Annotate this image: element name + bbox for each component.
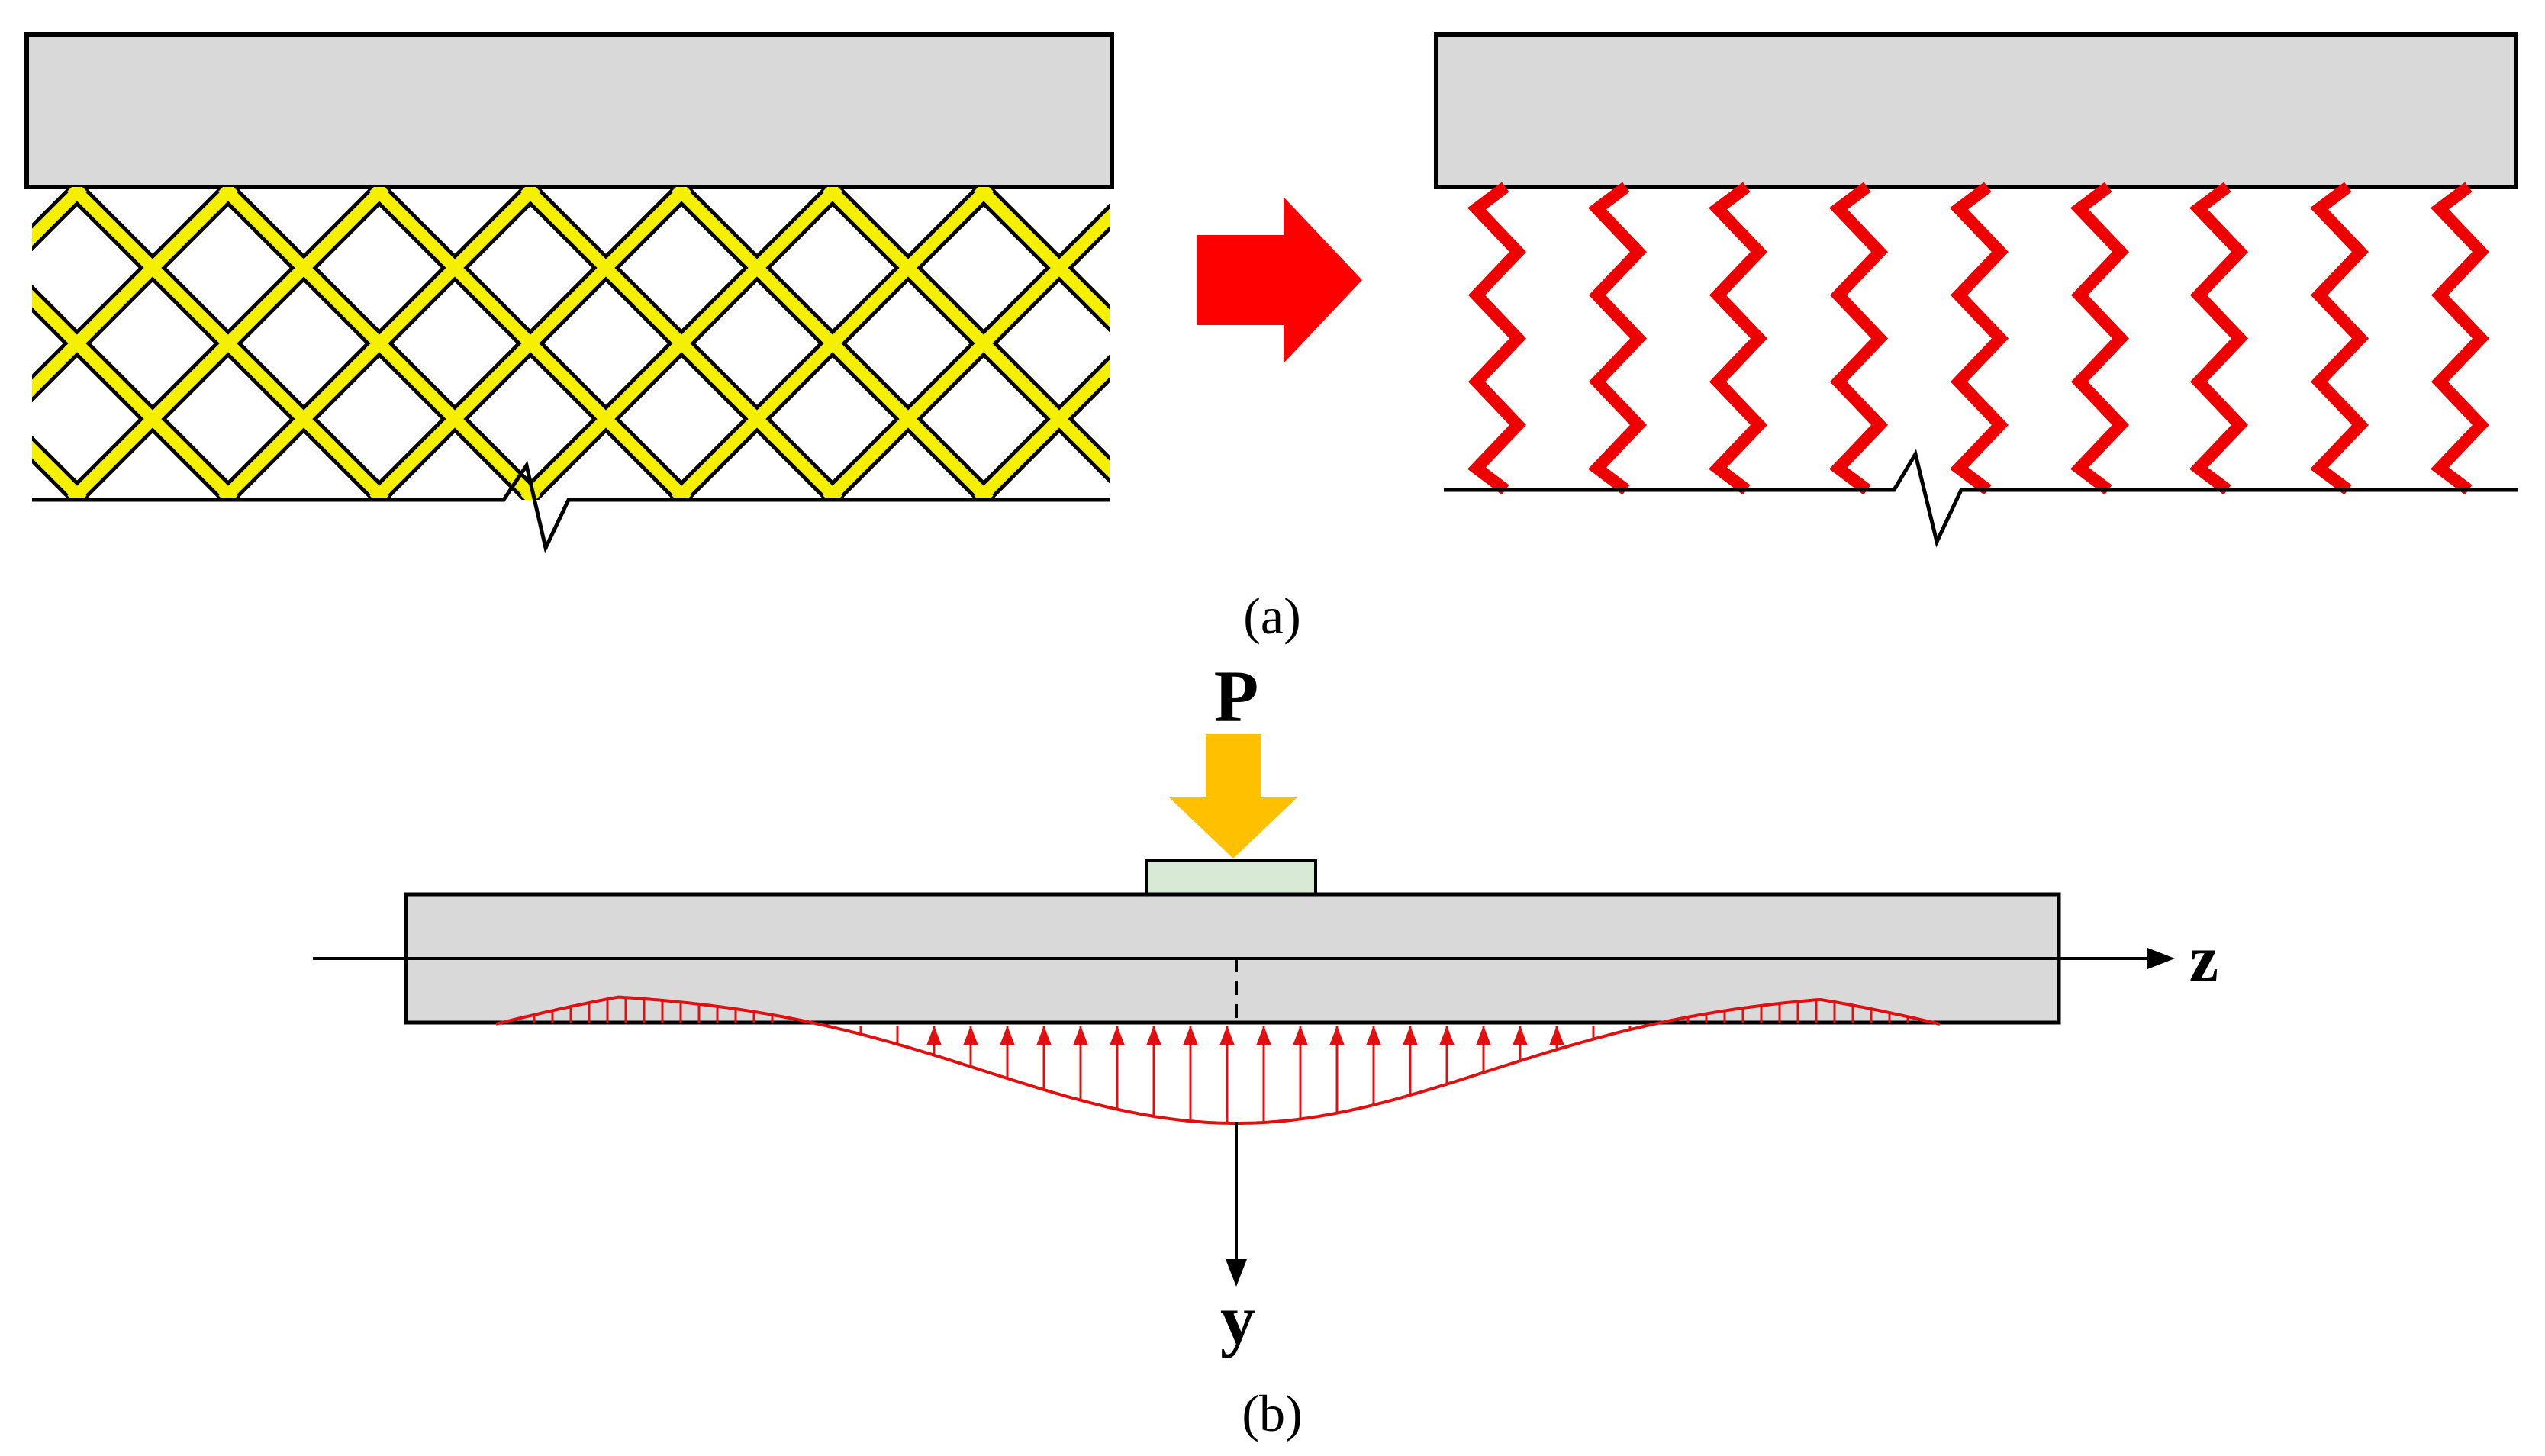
soil-mesh xyxy=(32,187,1744,500)
load-pad xyxy=(1145,859,1317,896)
panel-b: (b) P z y (b) xyxy=(313,656,2218,1442)
spring xyxy=(2070,182,2130,495)
continuum-model xyxy=(24,32,1744,554)
pressure-arrowhead xyxy=(926,1026,942,1045)
pressure-arrowhead xyxy=(1439,1026,1455,1045)
mesh-bar-up xyxy=(1281,187,1593,500)
spring xyxy=(1588,182,1648,495)
pressure-arrowhead xyxy=(1110,1026,1125,1045)
z-axis-label: z xyxy=(2189,922,2218,995)
pressure-arrowhead xyxy=(1219,1026,1235,1045)
pressure-arrowhead xyxy=(1293,1026,1308,1045)
spring-group xyxy=(1467,182,2490,495)
pressure-arrowhead xyxy=(1476,1026,1491,1045)
winkler-model xyxy=(1434,32,2518,548)
mesh-bar-up xyxy=(218,187,540,500)
mesh-bar-down xyxy=(1432,187,1744,500)
pressure-arrowhead xyxy=(1513,1026,1528,1045)
y-axis-label: y xyxy=(1220,1280,1255,1358)
mesh-bar-up xyxy=(32,187,238,398)
panel-a: (a) xyxy=(24,32,2518,645)
pressure-arrowhead xyxy=(1000,1026,1015,1045)
y-axis-arrowhead xyxy=(1226,1259,1247,1287)
contact-pressure-distribution xyxy=(495,995,1941,1125)
spring xyxy=(1950,182,2009,495)
mesh-bar-up xyxy=(67,187,389,500)
mesh-bar-up xyxy=(1432,187,1744,500)
z-axis-arrowhead xyxy=(2147,948,2175,969)
mesh-bar-down xyxy=(974,187,1110,327)
spring xyxy=(1467,182,1527,495)
pressure-arrowhead xyxy=(1256,1026,1271,1045)
mesh-bar-up xyxy=(974,359,1110,500)
mesh-bar-down xyxy=(1432,187,1744,500)
spring xyxy=(1709,182,1768,495)
mesh-bar-up xyxy=(520,187,842,500)
pressure-arrowhead xyxy=(1403,1026,1418,1045)
mesh-bar-down xyxy=(1281,187,1593,500)
load-arrow xyxy=(1169,734,1297,858)
pressure-arrowhead xyxy=(1329,1026,1345,1045)
pressure-arrowhead xyxy=(1073,1026,1088,1045)
ground-line-right xyxy=(1444,449,2518,548)
mesh-bar-down xyxy=(1281,187,1593,500)
caption-b: (b) xyxy=(1242,1384,1302,1442)
pressure-arrowhead xyxy=(1146,1026,1161,1045)
mesh-bar-up xyxy=(672,187,994,500)
spring xyxy=(2431,182,2490,495)
mesh-bar-up xyxy=(823,208,1110,500)
pressure-arrowhead xyxy=(1036,1026,1052,1045)
spring xyxy=(2189,182,2249,495)
pressure-arrowhead xyxy=(1183,1026,1198,1045)
mesh-bar-up xyxy=(369,187,691,500)
mesh-bar-up xyxy=(1432,187,1744,500)
plate-left xyxy=(24,32,1114,189)
pressure-arrowhead xyxy=(1549,1026,1564,1045)
ground-line-left xyxy=(32,460,1110,554)
load-label-p: P xyxy=(1214,656,1259,737)
spring xyxy=(2310,182,2369,495)
transition-arrow xyxy=(1197,197,1362,363)
spring xyxy=(1829,182,1889,495)
mesh-bar-up xyxy=(1281,187,1593,500)
pressure-arrowhead xyxy=(963,1026,978,1045)
plate-right xyxy=(1434,32,2518,189)
pressure-arrowhead xyxy=(1366,1026,1381,1045)
caption-a: (a) xyxy=(1243,587,1300,645)
